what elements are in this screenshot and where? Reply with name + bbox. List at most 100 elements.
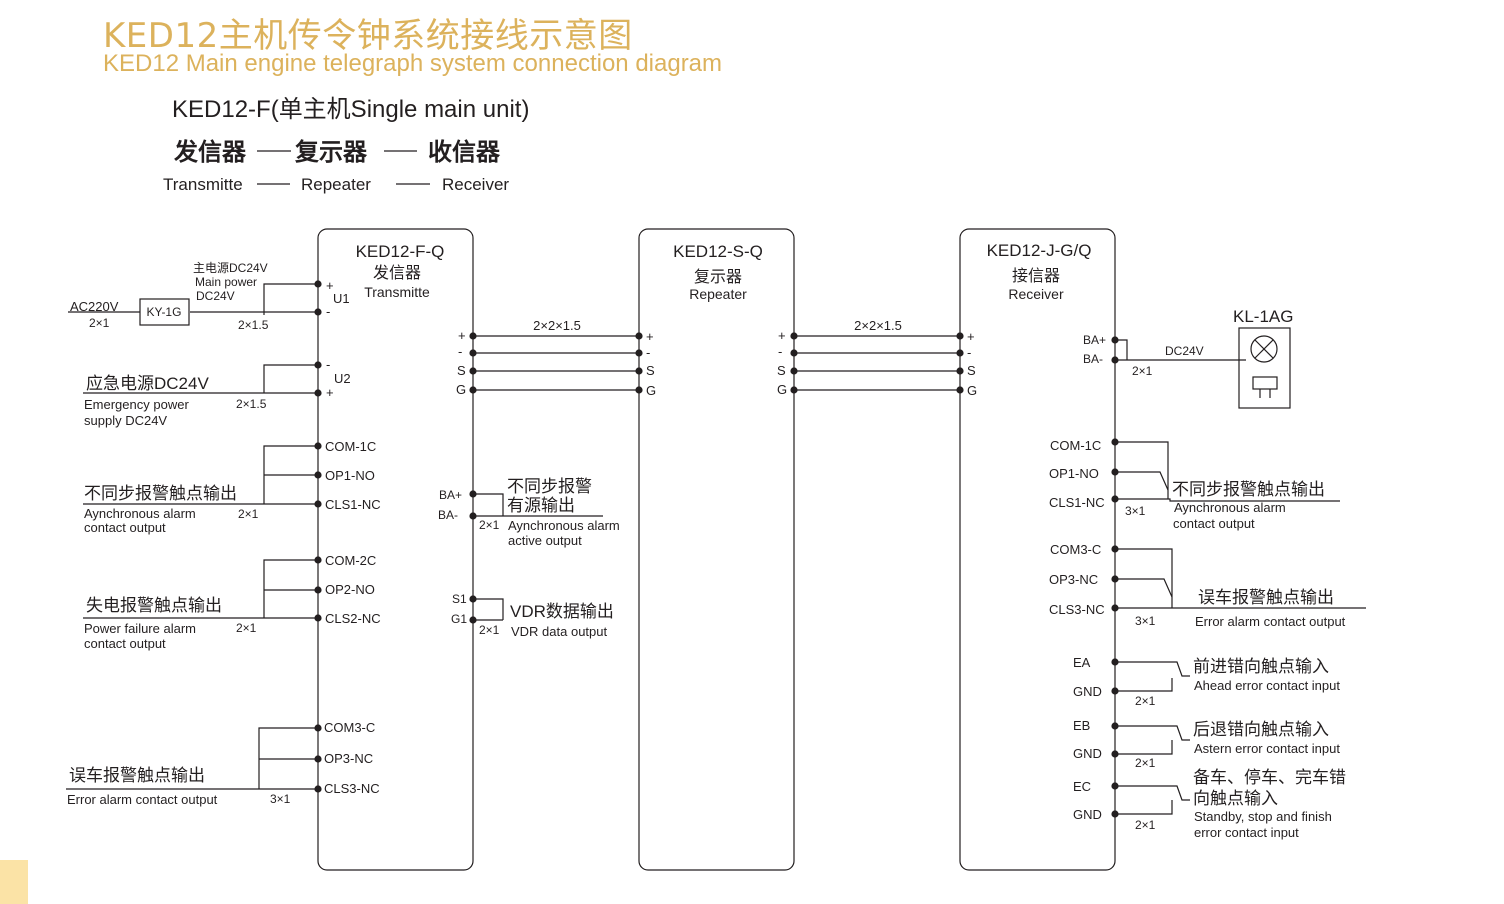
tx-pin-com1c: COM-1C — [325, 439, 376, 454]
tx-pin-com2c: COM-2C — [325, 553, 376, 568]
emergency-en-line2: supply DC24V — [84, 413, 167, 428]
tx-pin-ba-plus: BA+ — [439, 488, 462, 502]
corner-accent — [0, 860, 28, 904]
unit-en: Transmitte — [364, 284, 430, 300]
astern-zh: 后退错向触点输入 — [1193, 720, 1329, 739]
bus-pin-g: G — [646, 383, 656, 398]
bus-pin-plus: + — [646, 329, 654, 344]
emergency-zh: 应急电源DC24V — [86, 374, 209, 393]
unit-model: KED12-J-G/Q — [987, 241, 1092, 260]
lamp-model: KL-1AG — [1233, 307, 1293, 326]
kl-1ag-lamp — [1238, 327, 1291, 409]
bus-pin-plus: + — [967, 329, 975, 344]
bus-pin-g: G — [456, 382, 466, 397]
bus-pin-g: G — [967, 383, 977, 398]
active-alarm-cable: 2×1 — [479, 518, 500, 532]
tx-error-zh: 误车报警触点输出 — [69, 766, 205, 785]
active-alarm-en-line2: active output — [508, 533, 582, 548]
bus-pin-minus: - — [646, 345, 650, 360]
chain-en-repeater: Repeater — [301, 175, 371, 194]
u1-label: U1 — [333, 291, 350, 306]
tx-error-en: Error alarm contact output — [67, 792, 218, 807]
ahead-cable: 2×1 — [1135, 694, 1156, 708]
bus-pin-s: S — [777, 363, 786, 378]
transmitter-box — [317, 228, 474, 871]
tx-pin-cls1nc: CLS1-NC — [325, 497, 381, 512]
bus-pin-minus: - — [458, 344, 462, 359]
chain-en-receiver: Receiver — [442, 175, 509, 194]
bus-pin-plus: + — [458, 328, 466, 343]
u2-minus: - — [326, 357, 330, 372]
tx-pin-ba-minus: BA- — [438, 508, 458, 522]
rx-pin-cls3nc: CLS3-NC — [1049, 602, 1105, 617]
rx-pin-gnd: GND — [1073, 684, 1102, 699]
chain-zh-repeater: 复示器 — [294, 139, 368, 166]
chain-zh-receiver: 收信器 — [428, 138, 501, 166]
tx-async-zh: 不同步报警触点输出 — [84, 484, 237, 503]
unit-en: Receiver — [1008, 286, 1064, 302]
bus-cable-label: 2×2×1.5 — [533, 318, 581, 333]
rx-pin-op1no: OP1-NO — [1049, 466, 1099, 481]
main-power-en: Main power — [195, 275, 257, 289]
rx-pin-ba-minus: BA- — [1083, 352, 1103, 366]
power-fail-en-line2: contact output — [84, 636, 166, 651]
rx-pin-com1c: COM-1C — [1050, 438, 1101, 453]
unit-model: KED12-F-Q — [356, 242, 445, 261]
ky-module-label: KY-1G — [147, 305, 182, 319]
active-alarm-en-line1: Aynchronous alarm — [508, 518, 620, 533]
chain-zh-transmitter: 发信器 — [173, 138, 247, 166]
tx-error-cable: 3×1 — [270, 792, 291, 806]
emergency-cable: 2×1.5 — [236, 397, 267, 411]
rx-error-en: Error alarm contact output — [1195, 614, 1346, 629]
unit-model: KED12-S-Q — [673, 242, 763, 261]
main-power-voltage: DC24V — [196, 289, 235, 303]
emergency-en-line1: Emergency power — [84, 397, 189, 412]
vdr-en: VDR data output — [511, 624, 608, 639]
rx-pin-cls1nc: CLS1-NC — [1049, 495, 1105, 510]
tx-async-en-line2: contact output — [84, 520, 166, 535]
tx-pin-g1: G1 — [451, 612, 467, 626]
vdr-cable: 2×1 — [479, 623, 500, 637]
power-fail-zh: 失电报警触点输出 — [86, 596, 222, 615]
active-alarm-zh-line1: 不同步报警 — [507, 477, 592, 496]
u1-plus: + — [326, 278, 334, 293]
bus-pin-g: G — [777, 382, 787, 397]
active-alarm-zh-line2: 有源输出 — [507, 496, 575, 515]
main-cable-label: 2×1.5 — [238, 318, 269, 332]
bus-pin-minus: - — [778, 344, 782, 359]
tx-pin-op2no: OP2-NO — [325, 582, 375, 597]
rx-async-en-line2: contact output — [1173, 516, 1255, 531]
title-chinese: KED12主机传令钟系统接线示意图 — [103, 16, 633, 56]
unit-zh: 接信器 — [1012, 267, 1060, 285]
vdr-zh: VDR数据输出 — [510, 602, 614, 621]
standby-en-line2: error contact input — [1194, 825, 1299, 840]
bus-pin-plus: + — [778, 328, 786, 343]
astern-cable: 2×1 — [1135, 756, 1156, 770]
unit-en: Repeater — [689, 286, 747, 302]
u2-plus: + — [326, 385, 334, 400]
tx-async-cable: 2×1 — [238, 507, 259, 521]
bus-pin-s: S — [646, 363, 655, 378]
ac-cable-label: 2×1 — [89, 316, 110, 330]
title-english: KED12 Main engine telegraph system conne… — [103, 50, 723, 77]
rx-pin-gnd: GND — [1073, 746, 1102, 761]
bus-pin-minus: - — [967, 345, 971, 360]
unit-zh: 发信器 — [373, 264, 421, 282]
astern-en: Astern error contact input — [1194, 741, 1340, 756]
tx-pin-com3c: COM3-C — [324, 720, 375, 735]
u1-minus: - — [326, 304, 330, 319]
tx-pin-op3nc: OP3-NC — [324, 751, 373, 766]
tx-pin-s1: S1 — [452, 592, 467, 606]
rx-pin-op3nc: OP3-NC — [1049, 572, 1098, 587]
tx-pin-cls3nc: CLS3-NC — [324, 781, 380, 796]
rx-async-zh: 不同步报警触点输出 — [1172, 480, 1325, 499]
rx-pin-ea: EA — [1073, 655, 1091, 670]
rx-error-cable: 3×1 — [1135, 614, 1156, 628]
main-power-zh: 主电源DC24V — [193, 261, 268, 275]
ahead-zh: 前进错向触点输入 — [1193, 657, 1329, 676]
lamp-voltage: DC24V — [1165, 344, 1204, 358]
standby-en-line1: Standby, stop and finish — [1194, 809, 1332, 824]
tx-async-en-line1: Aynchronous alarm — [84, 506, 196, 521]
bus-pin-s: S — [967, 363, 976, 378]
